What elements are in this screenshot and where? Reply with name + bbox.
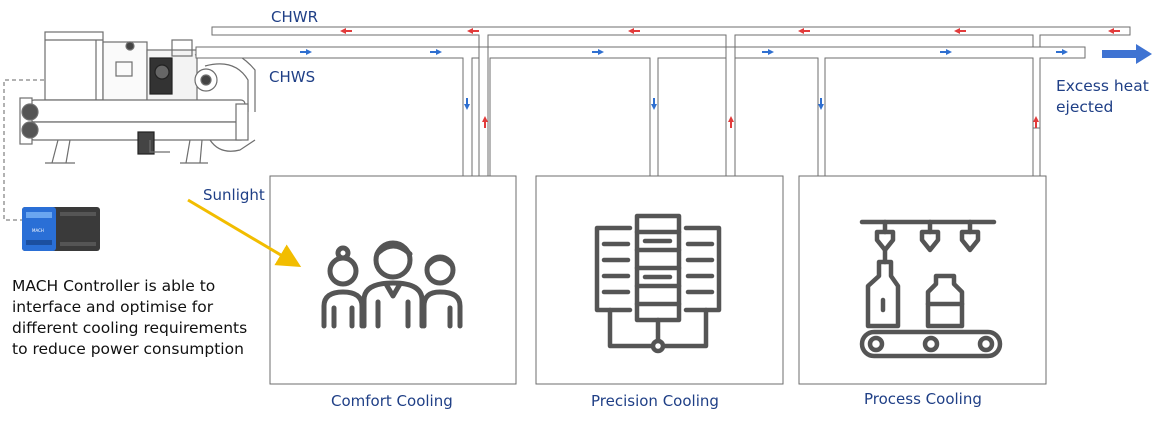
- process-cooling-room: [798, 175, 1047, 385]
- chws-label: CHWS: [269, 68, 316, 86]
- vertical-flow-arrows: [464, 98, 1039, 128]
- return-riser-comfort: [478, 46, 489, 177]
- chwr-label: CHWR: [271, 8, 319, 26]
- return-riser-process: [1032, 127, 1041, 177]
- control-wire: [3, 79, 44, 221]
- excess-heat-line2: ejected: [1056, 98, 1114, 116]
- mach-controller: MACH: [22, 207, 100, 251]
- excess-heat-label: Excess heat ejected: [1056, 76, 1149, 118]
- server-rack-icon: [594, 213, 722, 354]
- excess-heat-line1: Excess heat: [1056, 77, 1149, 95]
- controller-note-line3: different cooling requirements: [12, 319, 248, 337]
- sunlight-label: Sunlight: [203, 186, 265, 204]
- comfort-cooling-label: Comfort Cooling: [331, 392, 453, 410]
- comfort-cooling-room: [269, 175, 517, 385]
- supply-flow-arrows: [300, 49, 1068, 55]
- return-flow-arrows: [340, 28, 1120, 34]
- controller-note-line4: to reduce power consumption: [12, 340, 244, 358]
- chiller-unit: [19, 31, 256, 164]
- conveyor-bottling-icon: [859, 219, 1003, 359]
- controller-note: MACH Controller is able to interface and…: [12, 276, 267, 360]
- process-cooling-label: Process Cooling: [864, 390, 982, 408]
- controller-note-line2: interface and optimise for: [12, 298, 214, 316]
- excess-heat-arrow: [1102, 44, 1152, 64]
- return-riser-precision: [725, 46, 736, 177]
- chws-supply-pipe: [195, 46, 1086, 177]
- controller-note-line1: MACH Controller is able to: [12, 277, 216, 295]
- sunlight-arrow: [187, 198, 302, 268]
- svg-text:MACH: MACH: [32, 228, 44, 233]
- people-icon: [321, 240, 463, 329]
- precision-cooling-label: Precision Cooling: [591, 392, 719, 410]
